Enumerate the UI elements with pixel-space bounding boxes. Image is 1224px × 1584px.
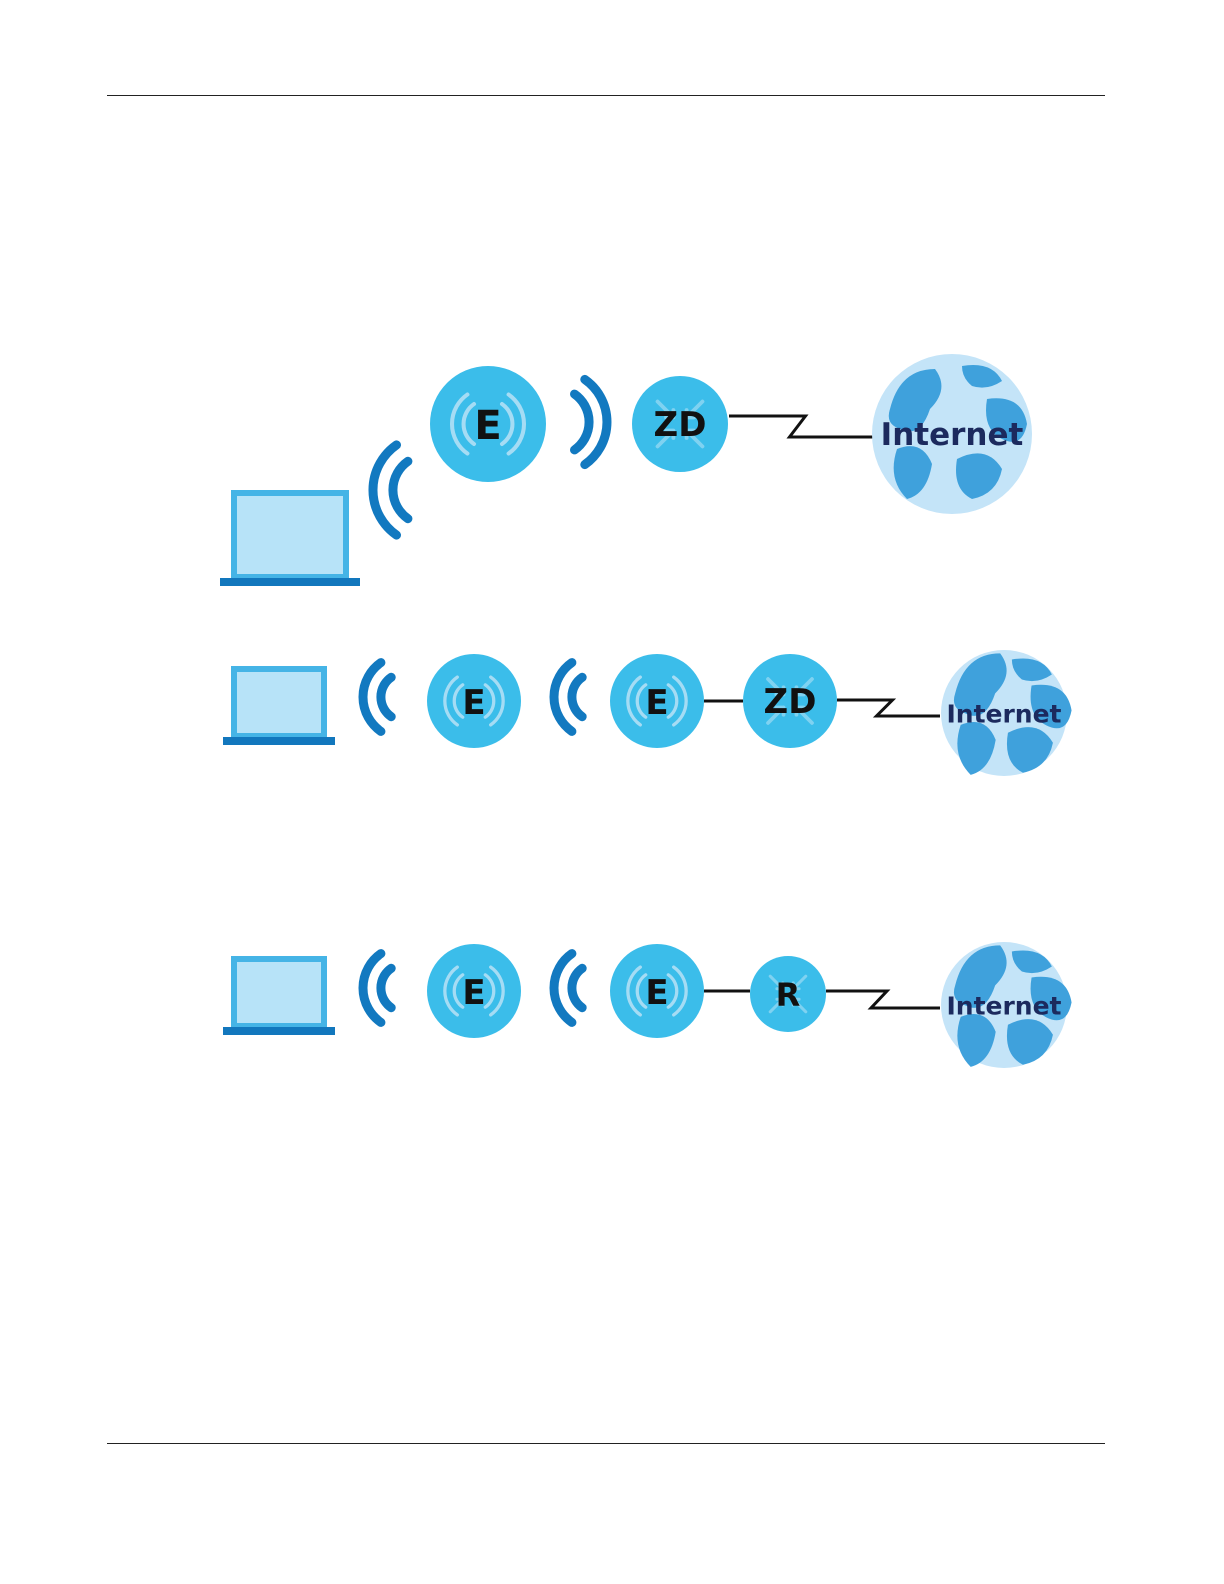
wan-link: [837, 700, 940, 716]
internet-label: Internet: [946, 992, 1061, 1021]
internet-globe-icon: Internet: [941, 942, 1072, 1068]
internet-globe-icon: Internet: [941, 650, 1072, 776]
router-label: R: [776, 976, 801, 1014]
extender-label: E: [645, 683, 668, 723]
wifi-signal-icon: [575, 379, 607, 464]
controller-label: ZD: [764, 682, 817, 722]
extender-label: E: [645, 973, 668, 1013]
laptop-icon: [220, 490, 360, 586]
laptop-icon: [223, 956, 335, 1035]
extender-node: E: [427, 944, 521, 1038]
laptop-icon: [223, 666, 335, 745]
wifi-signal-icon: [363, 954, 391, 1023]
wifi-signal-icon: [363, 663, 391, 732]
controller-node: ZD: [632, 376, 728, 472]
internet-globe-icon: Internet: [872, 354, 1032, 514]
extender-label: E: [474, 403, 501, 449]
controller-label: ZD: [654, 405, 707, 445]
wan-link: [729, 416, 874, 437]
extender-label: E: [462, 973, 485, 1013]
controller-node: ZD: [743, 654, 837, 748]
wifi-signal-icon: [373, 445, 408, 535]
wifi-signal-icon: [554, 954, 582, 1023]
extender-node: E: [427, 654, 521, 748]
diagram-1: E ZD Internet: [220, 354, 1032, 586]
router-node: R: [750, 956, 826, 1032]
internet-label: Internet: [881, 417, 1024, 453]
wan-link: [826, 991, 940, 1008]
extender-label: E: [462, 683, 485, 723]
extender-node: E: [610, 654, 704, 748]
diagram-3: E E R Internet: [223, 942, 1072, 1068]
internet-label: Internet: [946, 700, 1061, 729]
diagram-2: E E ZD Internet: [223, 650, 1072, 776]
wifi-signal-icon: [554, 663, 582, 732]
extender-node: E: [610, 944, 704, 1038]
extender-node: E: [430, 366, 546, 482]
